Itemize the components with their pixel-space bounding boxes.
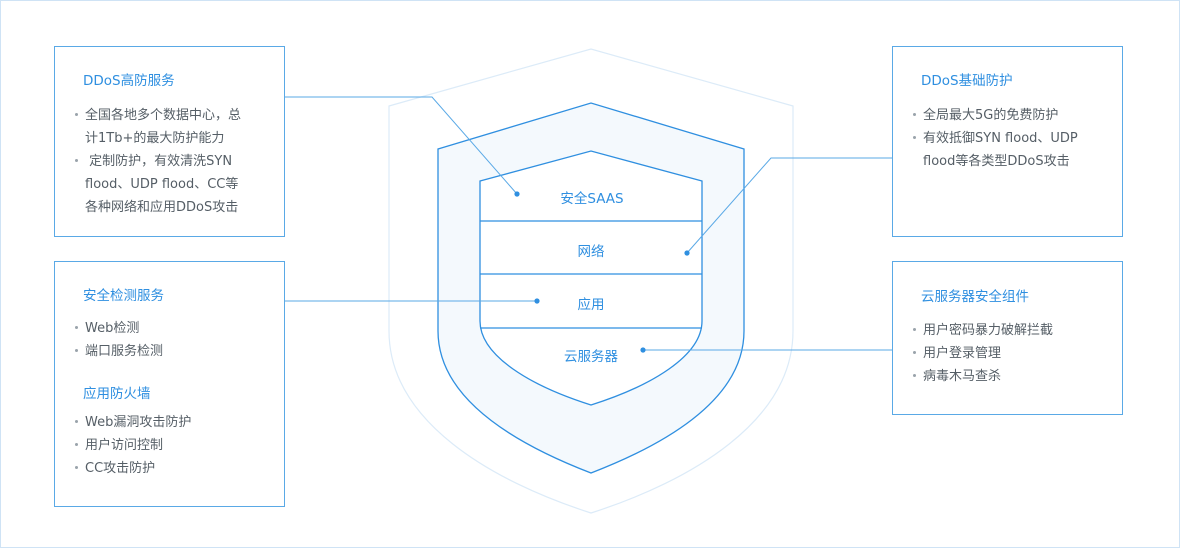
list-item-text: 用户密码暴力破解拦截 <box>923 323 1054 338</box>
list-item-text: 各种网络和应用DDoS攻击 <box>85 200 239 215</box>
connector-ddos-basic <box>686 157 892 254</box>
bullet-icon <box>913 351 916 354</box>
bullet-icon <box>75 466 78 469</box>
layer-label-network: 网络 <box>577 244 605 260</box>
list-item-text: 用户访问控制 <box>85 438 164 453</box>
list-item: Web漏洞攻击防护 <box>75 411 275 434</box>
layer-label-application: 应用 <box>577 297 605 313</box>
list-item-text: 端口服务检测 <box>85 344 164 359</box>
bullet-icon <box>913 136 916 139</box>
list-item-text: CC攻击防护 <box>85 461 156 476</box>
list-item: 用户访问控制 <box>75 434 275 457</box>
card-subtitle: 应用防火墙 <box>83 386 151 402</box>
connector-ddos-high <box>284 96 518 195</box>
connector-dot-network <box>684 250 690 256</box>
feature-list: 全局最大5G的免费防护 有效抵御SYN flood、UDP flood等各类型DD… <box>913 104 1113 173</box>
list-item: 用户登录管理 <box>913 342 1113 365</box>
bullet-icon <box>75 443 78 446</box>
list-item: 定制防护，有效清洗SYN flood、UDP flood、CC等各种网络和应用DD… <box>75 150 275 219</box>
list-item-text: Web漏洞攻击防护 <box>85 415 192 430</box>
feature-list: 用户密码暴力破解拦截 用户登录管理 病毒木马查杀 <box>913 319 1113 388</box>
card-security-detection: 安全检测服务 Web检测 端口服务检测 应用防火墙 Web漏洞攻击防护 用户访问… <box>54 261 285 507</box>
list-item-text: 全局最大5G的免费防护 <box>923 108 1059 123</box>
bullet-icon <box>75 159 78 162</box>
list-item-text: 定制防护，有效清洗SYN <box>85 154 233 169</box>
card-title: DDoS高防服务 <box>83 73 175 89</box>
bullet-icon <box>913 328 916 331</box>
list-item-text: 用户登录管理 <box>923 346 1002 361</box>
card-ddos-high-defense: DDoS高防服务 全国各地多个数据中心，总计1Tb+的最大防护能力 定制防护，有… <box>54 46 285 237</box>
list-item: 有效抵御SYN flood、UDP flood等各类型DDoS攻击 <box>913 127 1113 173</box>
list-item: 全国各地多个数据中心，总计1Tb+的最大防护能力 <box>75 104 275 150</box>
connector-dot-cloud <box>640 347 646 353</box>
feature-list: Web检测 端口服务检测 <box>75 317 275 363</box>
card-ddos-basic-protection: DDoS基础防护 全局最大5G的免费防护 有效抵御SYN flood、UDP fl… <box>892 46 1123 237</box>
card-cloud-server-security: 云服务器安全组件 用户密码暴力破解拦截 用户登录管理 病毒木马查杀 <box>892 261 1123 415</box>
layer-label-cloud-server: 云服务器 <box>564 349 618 365</box>
list-item-text: 计1Tb+的最大防护能力 <box>85 131 225 146</box>
list-item: 用户密码暴力破解拦截 <box>913 319 1113 342</box>
connector-dot-saas <box>514 191 520 197</box>
feature-list: Web漏洞攻击防护 用户访问控制 CC攻击防护 <box>75 411 275 480</box>
list-item-text: flood、UDP flood、CC等 <box>85 177 239 192</box>
connector-dot-app <box>534 298 540 304</box>
bullet-icon <box>913 113 916 116</box>
list-item-text: flood等各类型DDoS攻击 <box>923 154 1070 169</box>
feature-list: 全国各地多个数据中心，总计1Tb+的最大防护能力 定制防护，有效清洗SYN flo… <box>75 104 275 219</box>
bullet-icon <box>75 326 78 329</box>
list-item-text: 有效抵御SYN flood、UDP <box>923 131 1078 146</box>
list-item-text: Web检测 <box>85 321 140 336</box>
card-title: 安全检测服务 <box>83 288 164 304</box>
layer-label-saas: 安全SAAS <box>560 191 624 207</box>
bullet-icon <box>75 420 78 423</box>
card-title: DDoS基础防护 <box>921 73 1013 89</box>
list-item-text: 病毒木马查杀 <box>923 369 1002 384</box>
bullet-icon <box>75 113 78 116</box>
list-item: Web检测 <box>75 317 275 340</box>
list-item: 端口服务检测 <box>75 340 275 363</box>
bullet-icon <box>913 374 916 377</box>
list-item-text: 全国各地多个数据中心，总 <box>85 108 242 123</box>
list-item: 病毒木马查杀 <box>913 365 1113 388</box>
inner-shield <box>479 150 703 406</box>
list-item: 全局最大5G的免费防护 <box>913 104 1113 127</box>
card-title: 云服务器安全组件 <box>921 289 1029 305</box>
list-item: CC攻击防护 <box>75 457 275 480</box>
bullet-icon <box>75 349 78 352</box>
